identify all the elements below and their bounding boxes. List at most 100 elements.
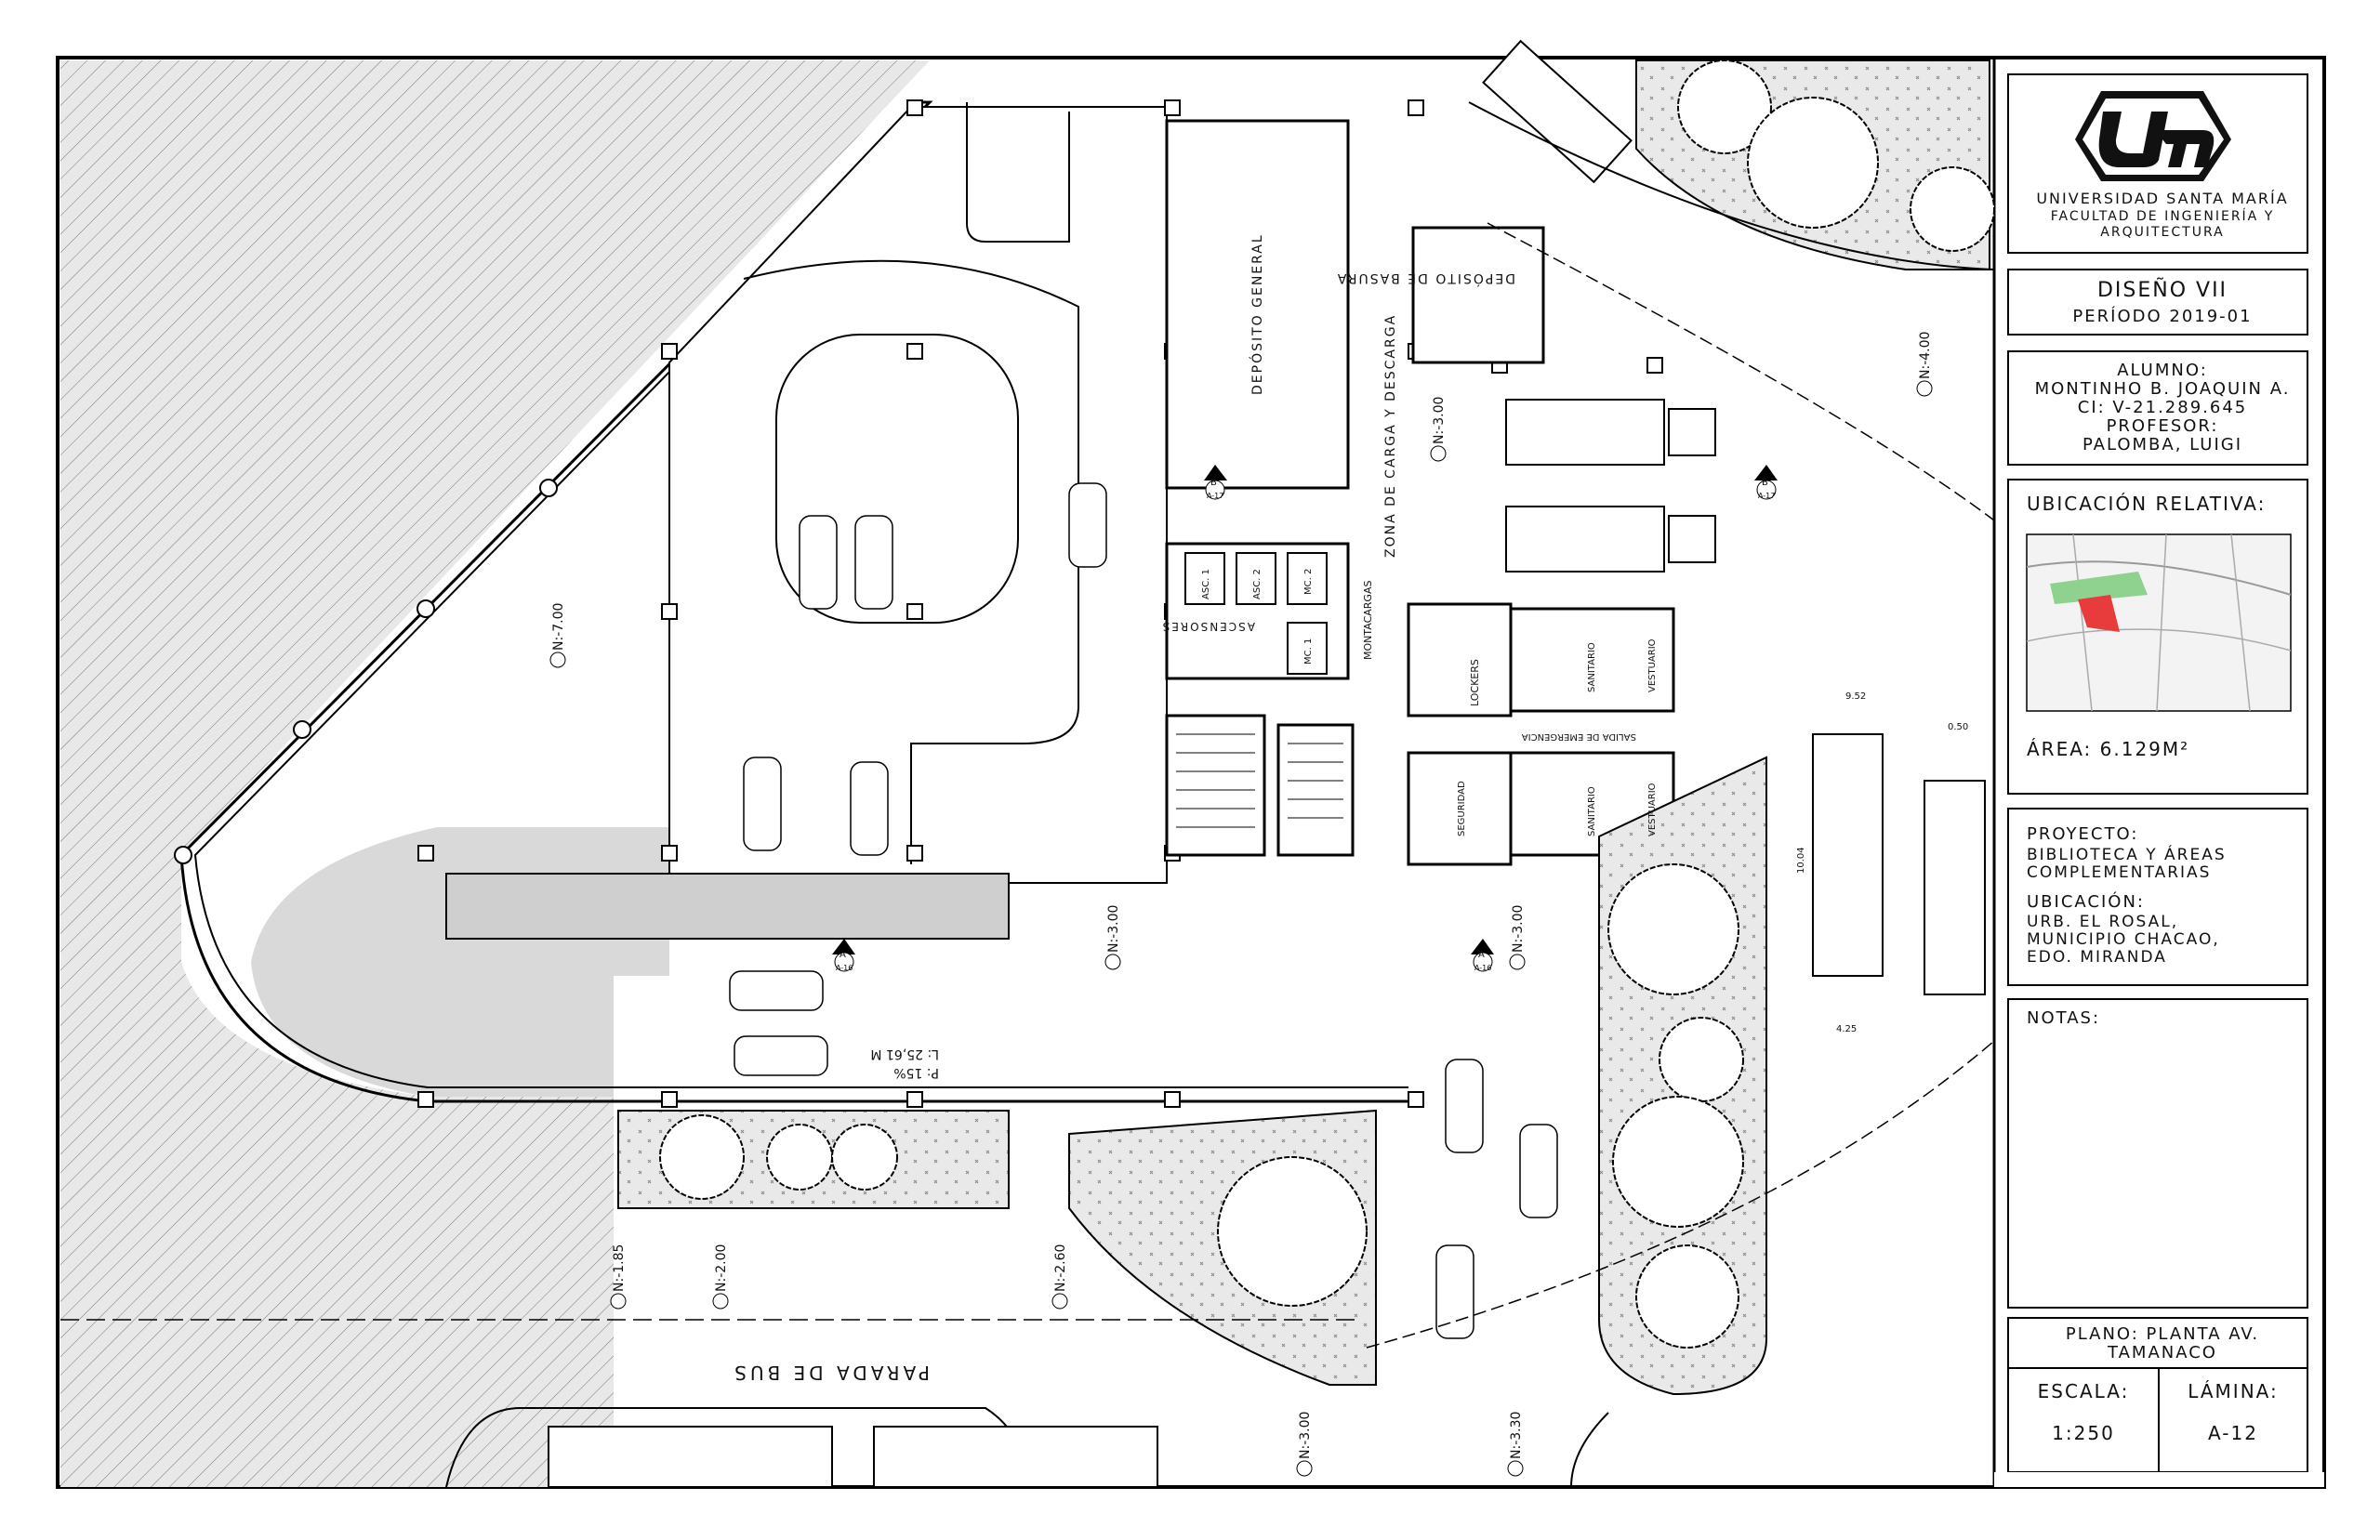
- svg-text:N:-2.60: N:-2.60: [1053, 1244, 1068, 1292]
- svg-text:N:-3.00: N:-3.00: [1511, 905, 1526, 953]
- deposito-general-room: [1165, 119, 1350, 490]
- svg-text:N:-3.00: N:-3.00: [1106, 905, 1121, 953]
- tb-location-box: [2007, 479, 2308, 795]
- tb-plan-2: TAMANACO: [2108, 1343, 2217, 1362]
- tb-university: UNIVERSIDAD SANTA MARÍA: [2036, 190, 2289, 207]
- tb-student-id: CI: V-21.289.645: [2077, 398, 2248, 417]
- trees: [659, 59, 1995, 1349]
- svg-text:A-16: A-16: [836, 964, 853, 972]
- svg-text:N:-1.85: N:-1.85: [612, 1244, 627, 1292]
- svg-text:B: B: [1762, 478, 1768, 488]
- round-columns: [174, 479, 558, 864]
- tb-student-box: [2007, 350, 2308, 466]
- tb-professor-label: PROFESOR:: [2106, 416, 2219, 436]
- tb-scale-label: ESCALA:: [2037, 1380, 2130, 1402]
- tb-professor-name: PALOMBA, LUIGI: [2082, 435, 2243, 454]
- title-block: [2007, 73, 2308, 1473]
- tb-notes-label: NOTAS:: [2027, 1008, 2101, 1028]
- section-marker: AA-16: [832, 939, 855, 972]
- label-parada-bus: PARADA DE BUS: [731, 1362, 930, 1384]
- dimensions: 9.52 10.04 4.25 0.50: [1796, 691, 1968, 1034]
- svg-text:N:-4.00: N:-4.00: [1918, 332, 1933, 379]
- tb-scale-value: 1:250: [2052, 1422, 2115, 1444]
- level-marker: N:-2.60: [1051, 1244, 1068, 1310]
- tb-area: ÁREA: 6.129M²: [2027, 738, 2190, 760]
- stairs-1: [1165, 714, 1266, 857]
- ramp-slab: [445, 873, 1010, 940]
- level-marker: N:-3.00: [1509, 905, 1526, 970]
- label-ramp-slope: P: 15%: [893, 1065, 939, 1080]
- plan-labels: DEPÓSITO GENERAL DEPÓSITO DE BASURA ZONA…: [731, 233, 1658, 1384]
- tb-faculty-2: ARQUITECTURA: [2100, 225, 2225, 240]
- label-mc1: MC. 1: [1303, 638, 1314, 665]
- level-marker: N:-3.00: [1104, 905, 1121, 970]
- location-map: [2026, 533, 2292, 712]
- svg-text:N:-3.00: N:-3.00: [1298, 1412, 1313, 1459]
- svg-text:A-16: A-16: [1474, 964, 1491, 972]
- tb-location-label: UBICACIÓN RELATIVA:: [2027, 493, 2267, 515]
- parking-island: [966, 102, 1070, 243]
- label-montacargas: MONTACARGAS: [1362, 581, 1374, 660]
- seguridad-room: [1407, 751, 1513, 866]
- site-plan: [60, 39, 1995, 1488]
- tb-plan-1: PLANO: PLANTA AV.: [2065, 1324, 2260, 1344]
- retaining-wall: [179, 100, 1408, 1103]
- label-lockers: LOCKERS: [1469, 659, 1481, 706]
- tb-site-1: URB. EL ROSAL,: [2027, 913, 2179, 931]
- bus-2: [873, 1426, 1158, 1488]
- label-deposito-basura: DEPÓSITO DE BASURA: [1336, 270, 1515, 287]
- level-marker: N:-3.00: [1296, 1412, 1313, 1477]
- label-seguridad: SEGURIDAD: [1457, 781, 1467, 836]
- svg-text:A-17: A-17: [1758, 492, 1775, 500]
- deposito-basura-room: [1411, 226, 1545, 364]
- svg-text:4.25: 4.25: [1836, 1024, 1857, 1034]
- tb-site-2: MUNICIPIO CHACAO,: [2027, 930, 2220, 949]
- level-marker: N:-3.30: [1507, 1412, 1524, 1477]
- svg-text:N:-2.00: N:-2.00: [714, 1244, 729, 1292]
- tb-student-label: ALUMNO:: [2117, 361, 2208, 380]
- label-sanitario-2: SANITARIO: [1587, 786, 1597, 836]
- tb-faculty-1: FACULTAD DE INGENIERÍA Y: [2050, 209, 2275, 224]
- tb-logo-box: [2007, 73, 2308, 254]
- usm-logo: [2075, 91, 2231, 181]
- svg-text:N:-3.00: N:-3.00: [1432, 397, 1447, 444]
- label-mc2: MC. 2: [1303, 569, 1314, 595]
- tb-project-2: COMPLEMENTARIAS: [2027, 863, 2212, 882]
- svg-text:A-17: A-17: [1207, 492, 1223, 500]
- bus-1: [548, 1426, 833, 1488]
- truck-3: [1482, 39, 1633, 184]
- label-ramp-length: L: 25,61 M: [870, 1046, 939, 1061]
- svg-text:N:-3.30: N:-3.30: [1509, 1412, 1524, 1459]
- lockers-room: [1407, 602, 1513, 717]
- sheet-border: [56, 56, 2326, 1489]
- service-truck-lane: [1812, 733, 1884, 977]
- tb-student-name: MONTINHO B. JOAQUIN A.: [2034, 379, 2291, 399]
- hatched-slope: [60, 60, 930, 1487]
- label-asc2: ASC. 2: [1252, 569, 1263, 599]
- svg-text:B: B: [1210, 478, 1217, 488]
- svg-text:10.04: 10.04: [1796, 847, 1806, 874]
- label-asc1: ASC. 1: [1201, 569, 1211, 599]
- tb-course: DISEÑO VII: [2096, 279, 2228, 302]
- elevator-core: [1165, 542, 1350, 680]
- tb-period: PERÍODO 2019-01: [2072, 307, 2253, 326]
- svg-text:N:-7.00: N:-7.00: [551, 603, 566, 651]
- tb-sheet-value: A-12: [2208, 1422, 2258, 1444]
- label-deposito-general: DEPÓSITO GENERAL: [1249, 233, 1265, 395]
- level-marker: N:-3.00: [1430, 397, 1447, 462]
- sanitarios-1: [1509, 607, 1675, 713]
- section-marker: AA-16: [1471, 939, 1494, 972]
- level-marker: N:-4.00: [1916, 332, 1933, 397]
- tb-project-box: [2007, 808, 2308, 986]
- level-marker: N:-7.00: [549, 603, 566, 668]
- section-marker: B A-17: [1754, 465, 1778, 500]
- truck-1: [1505, 399, 1665, 466]
- level-marker: N:-2.00: [712, 1244, 729, 1310]
- tb-notes-box: [2007, 998, 2308, 1309]
- label-zona-carga: ZONA DE CARGA Y DESCARGA: [1383, 314, 1398, 558]
- gray-ramp-area: [251, 827, 669, 1097]
- tb-project-1: BIBLIOTECA Y ÁREAS: [2027, 846, 2227, 864]
- tb-site-label: UBICACIÓN:: [2027, 892, 2145, 912]
- cars: [729, 482, 1558, 1339]
- tb-course-box: [2007, 269, 2308, 336]
